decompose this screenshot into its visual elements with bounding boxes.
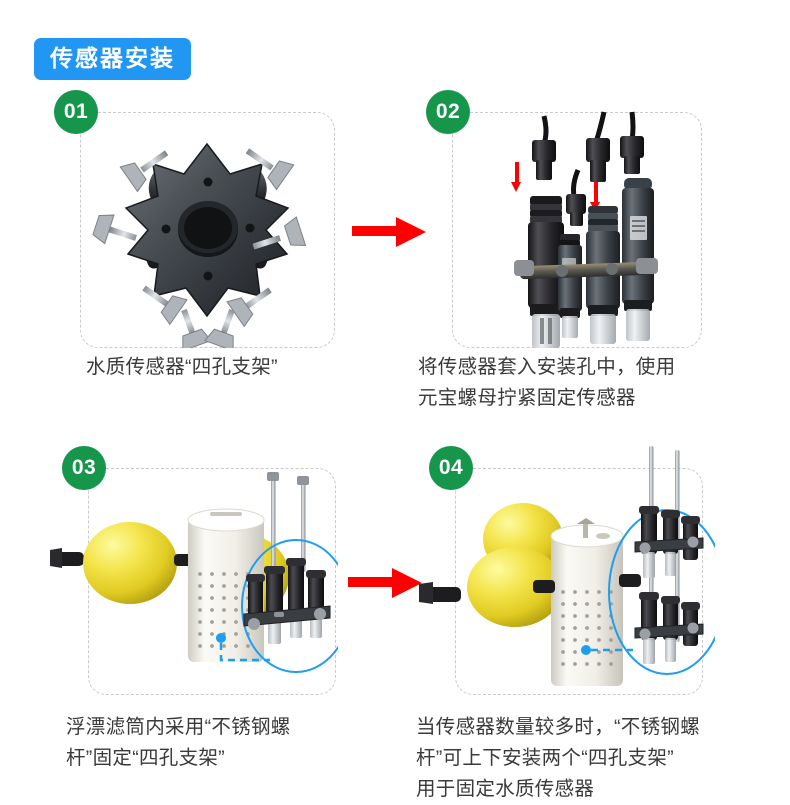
callout-bracket-assembly: [243, 558, 331, 644]
step-panel-02: 02: [426, 90, 702, 348]
connector-a: [532, 140, 556, 180]
lower-bracket-assembly: [634, 592, 704, 664]
step-badge-04: 04: [429, 446, 473, 490]
connector-d: [566, 194, 586, 226]
step-panel-01-border: [80, 112, 335, 348]
callout-leader-line: [219, 643, 270, 662]
step-3-to-4-arrow: [348, 566, 424, 605]
step-03-illustration: [50, 468, 338, 695]
arrow-right-icon: [352, 217, 426, 247]
step-panel-04: 04: [419, 446, 715, 695]
arrow-right-icon-2: [348, 568, 422, 598]
step-04-illustration: [419, 446, 715, 695]
connector-b: [586, 138, 610, 182]
sensor-probe-2: [558, 234, 582, 338]
step-1-to-2-arrow: [352, 215, 428, 254]
bracket-clamp-band: [514, 258, 658, 280]
step-caption-03: 浮漂滤筒内采用“不锈钢螺 杆”固定“四孔支架”: [66, 716, 291, 769]
step-panel-01: 01: [54, 90, 335, 348]
four-hole-bracket-icon: [92, 142, 307, 348]
sensors-insertion-icon: [511, 111, 658, 348]
step-panel-04-border: [455, 468, 703, 695]
float-left: [83, 522, 177, 604]
page-title-badge: 传感器安装: [34, 38, 191, 80]
step-caption-02: 将传感器套入安装孔中，使用 元宝螺母拧紧固定传感器: [418, 356, 676, 409]
step-badge-02: 02: [426, 90, 470, 134]
step-panel-03: 03: [50, 446, 338, 695]
step-badge-01: 01: [54, 90, 98, 134]
callout-ellipse-4: [608, 509, 715, 675]
sensor-probe-1: [528, 196, 564, 348]
float-cylinder-double-bracket-icon: [419, 446, 715, 686]
step-caption-01: 水质传感器“四孔支架”: [86, 356, 278, 378]
filter-cylinder-4: [551, 534, 623, 686]
callout-anchor-dot-4: [581, 645, 591, 655]
step-badge-03: 03: [62, 446, 106, 490]
float-lower: [467, 547, 563, 627]
float-cylinder-single-bracket-icon: [50, 472, 338, 673]
upper-bracket-assembly: [634, 506, 704, 578]
connector-c: [620, 136, 644, 174]
insert-arrow-1: [511, 162, 521, 192]
callout-anchor-dot: [216, 633, 226, 643]
step-02-illustration: [452, 111, 702, 348]
step-panel-02-border: [452, 112, 702, 348]
step-caption-04: 当传感器数量较多时，“不锈钢螺 杆”可上下安装两个“四孔支架” 用于固定水质传感…: [416, 716, 700, 800]
stainless-rods: [267, 472, 309, 572]
callout-ellipse: [241, 539, 338, 673]
step-01-illustration: [80, 112, 335, 348]
